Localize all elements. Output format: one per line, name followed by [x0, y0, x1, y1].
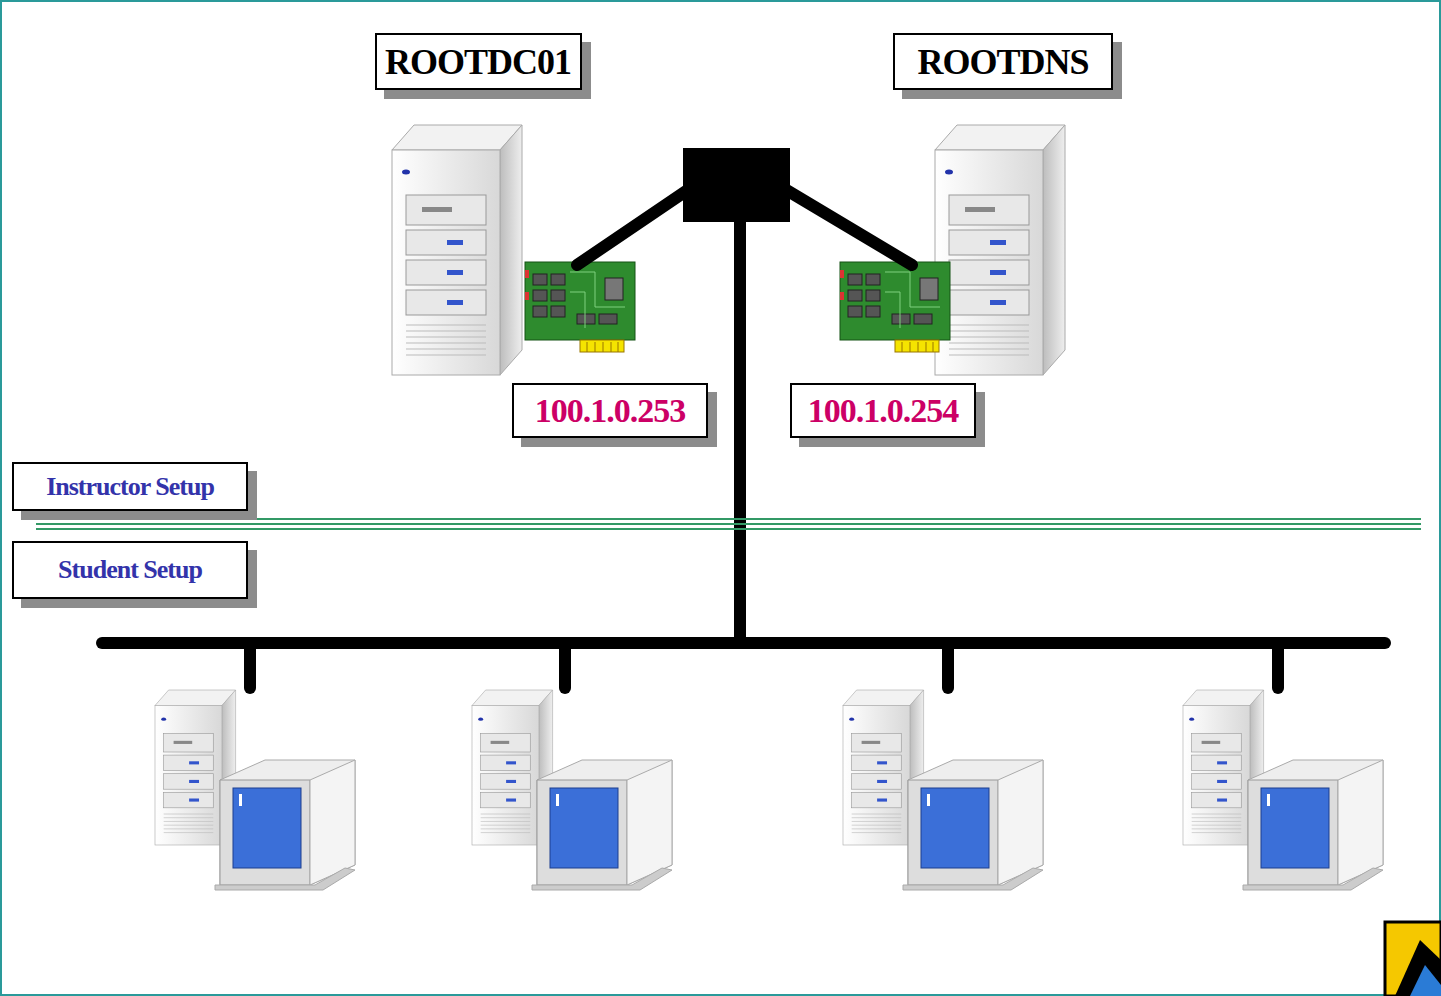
- box-label: 100.1.0.254: [808, 392, 959, 430]
- label-box: ROOTDNS: [893, 33, 1113, 90]
- box-label: 100.1.0.253: [535, 392, 686, 430]
- label-box: 100.1.0.253: [512, 383, 708, 438]
- label-box: ROOTDC01: [375, 33, 582, 90]
- box-label: Instructor Setup: [46, 472, 214, 502]
- label-box: 100.1.0.254: [790, 383, 976, 438]
- label-box: Student Setup: [12, 541, 248, 599]
- label-box: Instructor Setup: [12, 462, 248, 511]
- corner-icon: [1385, 922, 1441, 996]
- box-label: ROOTDNS: [917, 41, 1088, 83]
- box-label: Student Setup: [58, 555, 202, 585]
- box-label: ROOTDC01: [385, 41, 571, 83]
